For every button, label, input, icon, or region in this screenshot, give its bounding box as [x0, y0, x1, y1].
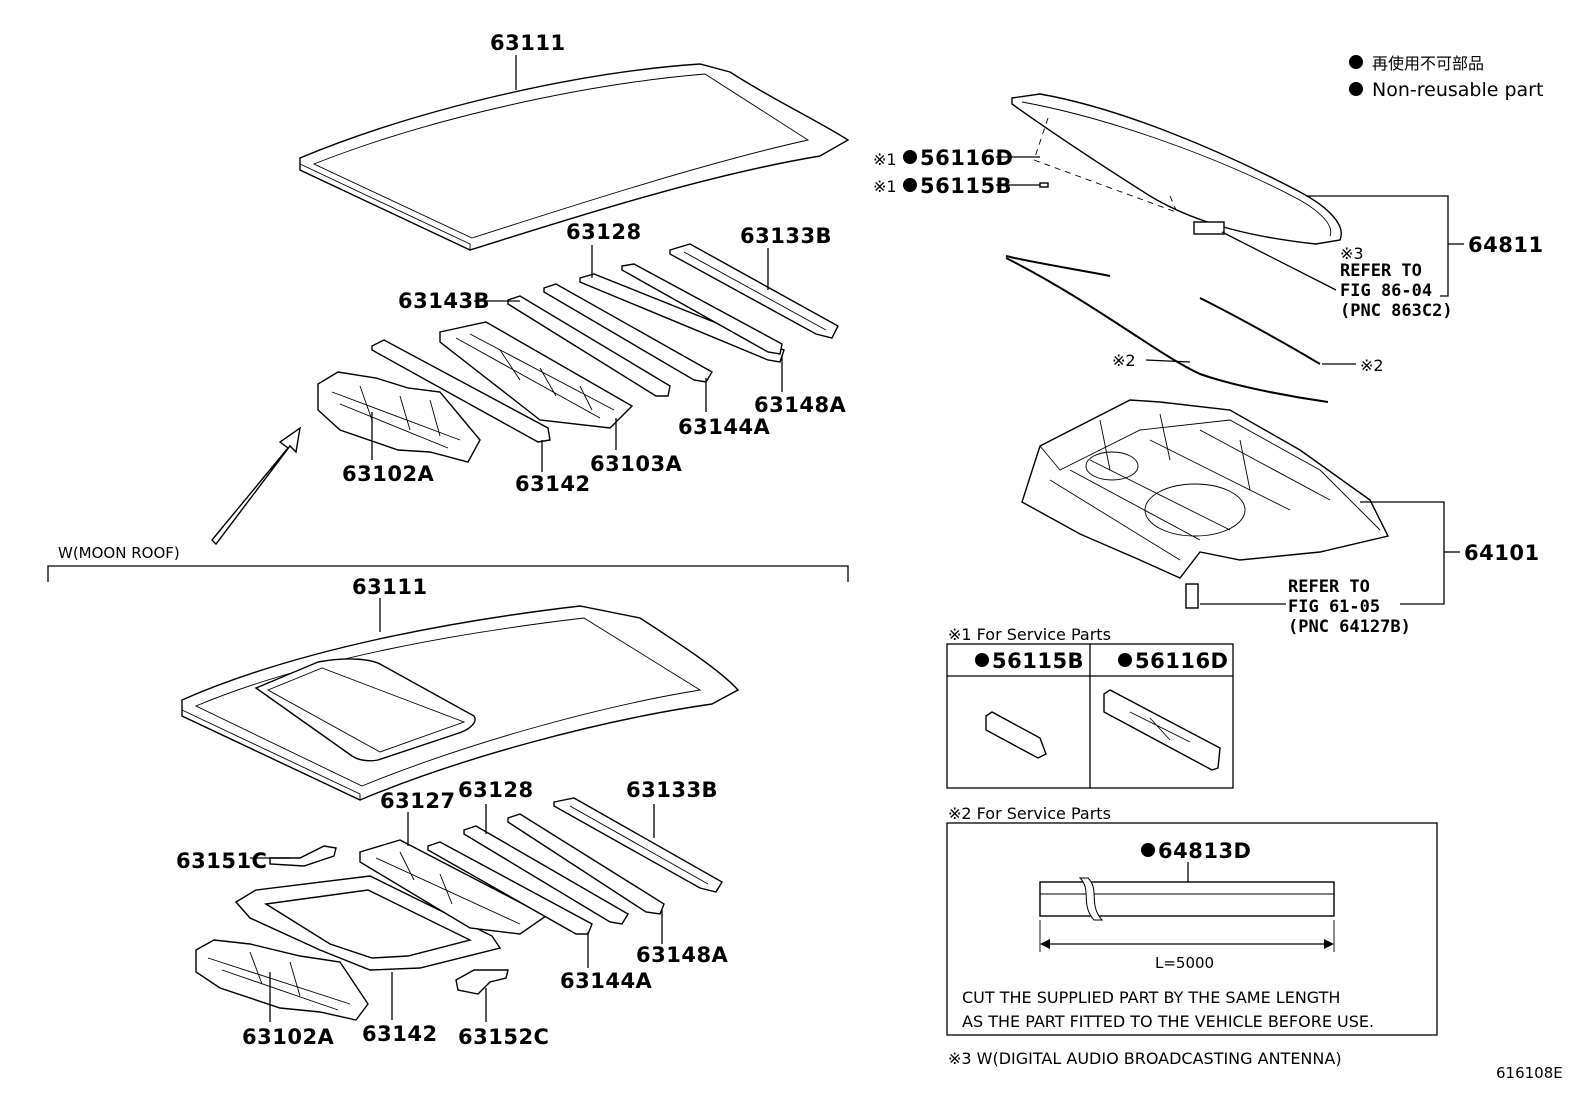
part-label: 64811 [1468, 233, 1544, 257]
service-title: ※1 For Service Parts [948, 625, 1111, 644]
refer-fig: FIG 86-04 [1340, 281, 1432, 301]
part-label: 63144A [560, 969, 653, 993]
part-label: 63151C [176, 849, 267, 873]
legend: 再使用不可部品 Non-reusable part [1349, 54, 1543, 101]
part-label: 63128 [566, 220, 642, 244]
part-label: 63111 [490, 31, 566, 55]
moon-roof-bracket [47, 565, 849, 582]
molding-strip [1039, 881, 1335, 917]
service-col-1: 56115B [992, 649, 1084, 673]
figure-id: 616108E [1496, 1064, 1563, 1082]
part-label: 63142 [362, 1022, 438, 1046]
moon-roof-note: W(MOON ROOF) [58, 544, 180, 562]
part-label: 64101 [1464, 541, 1540, 565]
roof-panel-standard [299, 63, 850, 251]
part-label: 63102A [242, 1025, 335, 1049]
non-reusable-dot-icon [903, 178, 917, 192]
service-col-2: 56116D [1135, 649, 1229, 673]
roof-panel-moon-roof [181, 605, 740, 801]
part-label: 63103A [590, 452, 683, 476]
antenna-icon [1193, 221, 1225, 235]
non-reusable-dot-icon [1349, 55, 1363, 69]
service-mark: ※2 [1360, 356, 1384, 375]
roof-reinforcements-standard [317, 243, 839, 463]
legend-text-jp: 再使用不可部品 [1372, 54, 1484, 73]
part-label: 63142 [515, 472, 591, 496]
legend-text-en: Non-reusable part [1372, 79, 1543, 101]
part-label: 63128 [458, 778, 534, 802]
non-reusable-dot-icon [903, 150, 917, 164]
refer-text: REFER TO [1340, 261, 1422, 281]
service-parts-1-box: ※1 For Service Parts 56115B 56116D [946, 625, 1234, 789]
part-label: 63143B [398, 289, 490, 313]
service-note-1: CUT THE SUPPLIED PART BY THE SAME LENGTH [962, 988, 1340, 1007]
part-label: 63111 [352, 575, 428, 599]
part-label: 63148A [754, 393, 847, 417]
clip-icon [1185, 583, 1199, 609]
package-tray-panel [1021, 399, 1390, 609]
non-reusable-dot-icon [1349, 82, 1363, 96]
view-arrow-icon [211, 426, 301, 546]
part-label: 56115B [920, 174, 1012, 198]
roof-reinforcements-moon-roof [195, 797, 723, 1021]
service-mark: ※2 [1112, 351, 1136, 370]
non-reusable-dot-icon [1141, 843, 1155, 857]
part-label: 63144A [678, 415, 771, 439]
refer-pnc: (PNC 863C2) [1340, 301, 1453, 321]
refer-fig: FIG 61-05 [1288, 597, 1380, 617]
service-mark: ※3 [1340, 244, 1364, 263]
part-label: 63133B [626, 778, 718, 802]
service-note-2: AS THE PART FITTED TO THE VEHICLE BEFORE… [962, 1012, 1374, 1031]
service-part: 64813D [1158, 839, 1252, 863]
part-label: 63148A [636, 943, 729, 967]
service-parts-2-box: ※2 For Service Parts 64813D L=5000 CUT T… [946, 804, 1438, 1036]
non-reusable-dot-icon [1118, 653, 1132, 667]
service-title: ※2 For Service Parts [948, 804, 1111, 823]
back-window-glass [1011, 93, 1342, 245]
part-label: 56116D [920, 146, 1014, 170]
part-label: 63102A [342, 462, 435, 486]
refer-text: REFER TO [1288, 577, 1370, 597]
refer-pnc: (PNC 64127B) [1288, 617, 1411, 637]
non-reusable-dot-icon [975, 653, 989, 667]
length-label: L=5000 [1155, 954, 1214, 972]
footnote-3: ※3 W(DIGITAL AUDIO BROADCASTING ANTENNA) [948, 1049, 1342, 1068]
service-mark: ※1 [873, 150, 897, 169]
service-mark: ※1 [873, 177, 897, 196]
window-moldings [1005, 255, 1329, 403]
part-label: 63127 [380, 789, 456, 813]
part-label: 63133B [740, 224, 832, 248]
part-label: 63152C [458, 1025, 549, 1049]
